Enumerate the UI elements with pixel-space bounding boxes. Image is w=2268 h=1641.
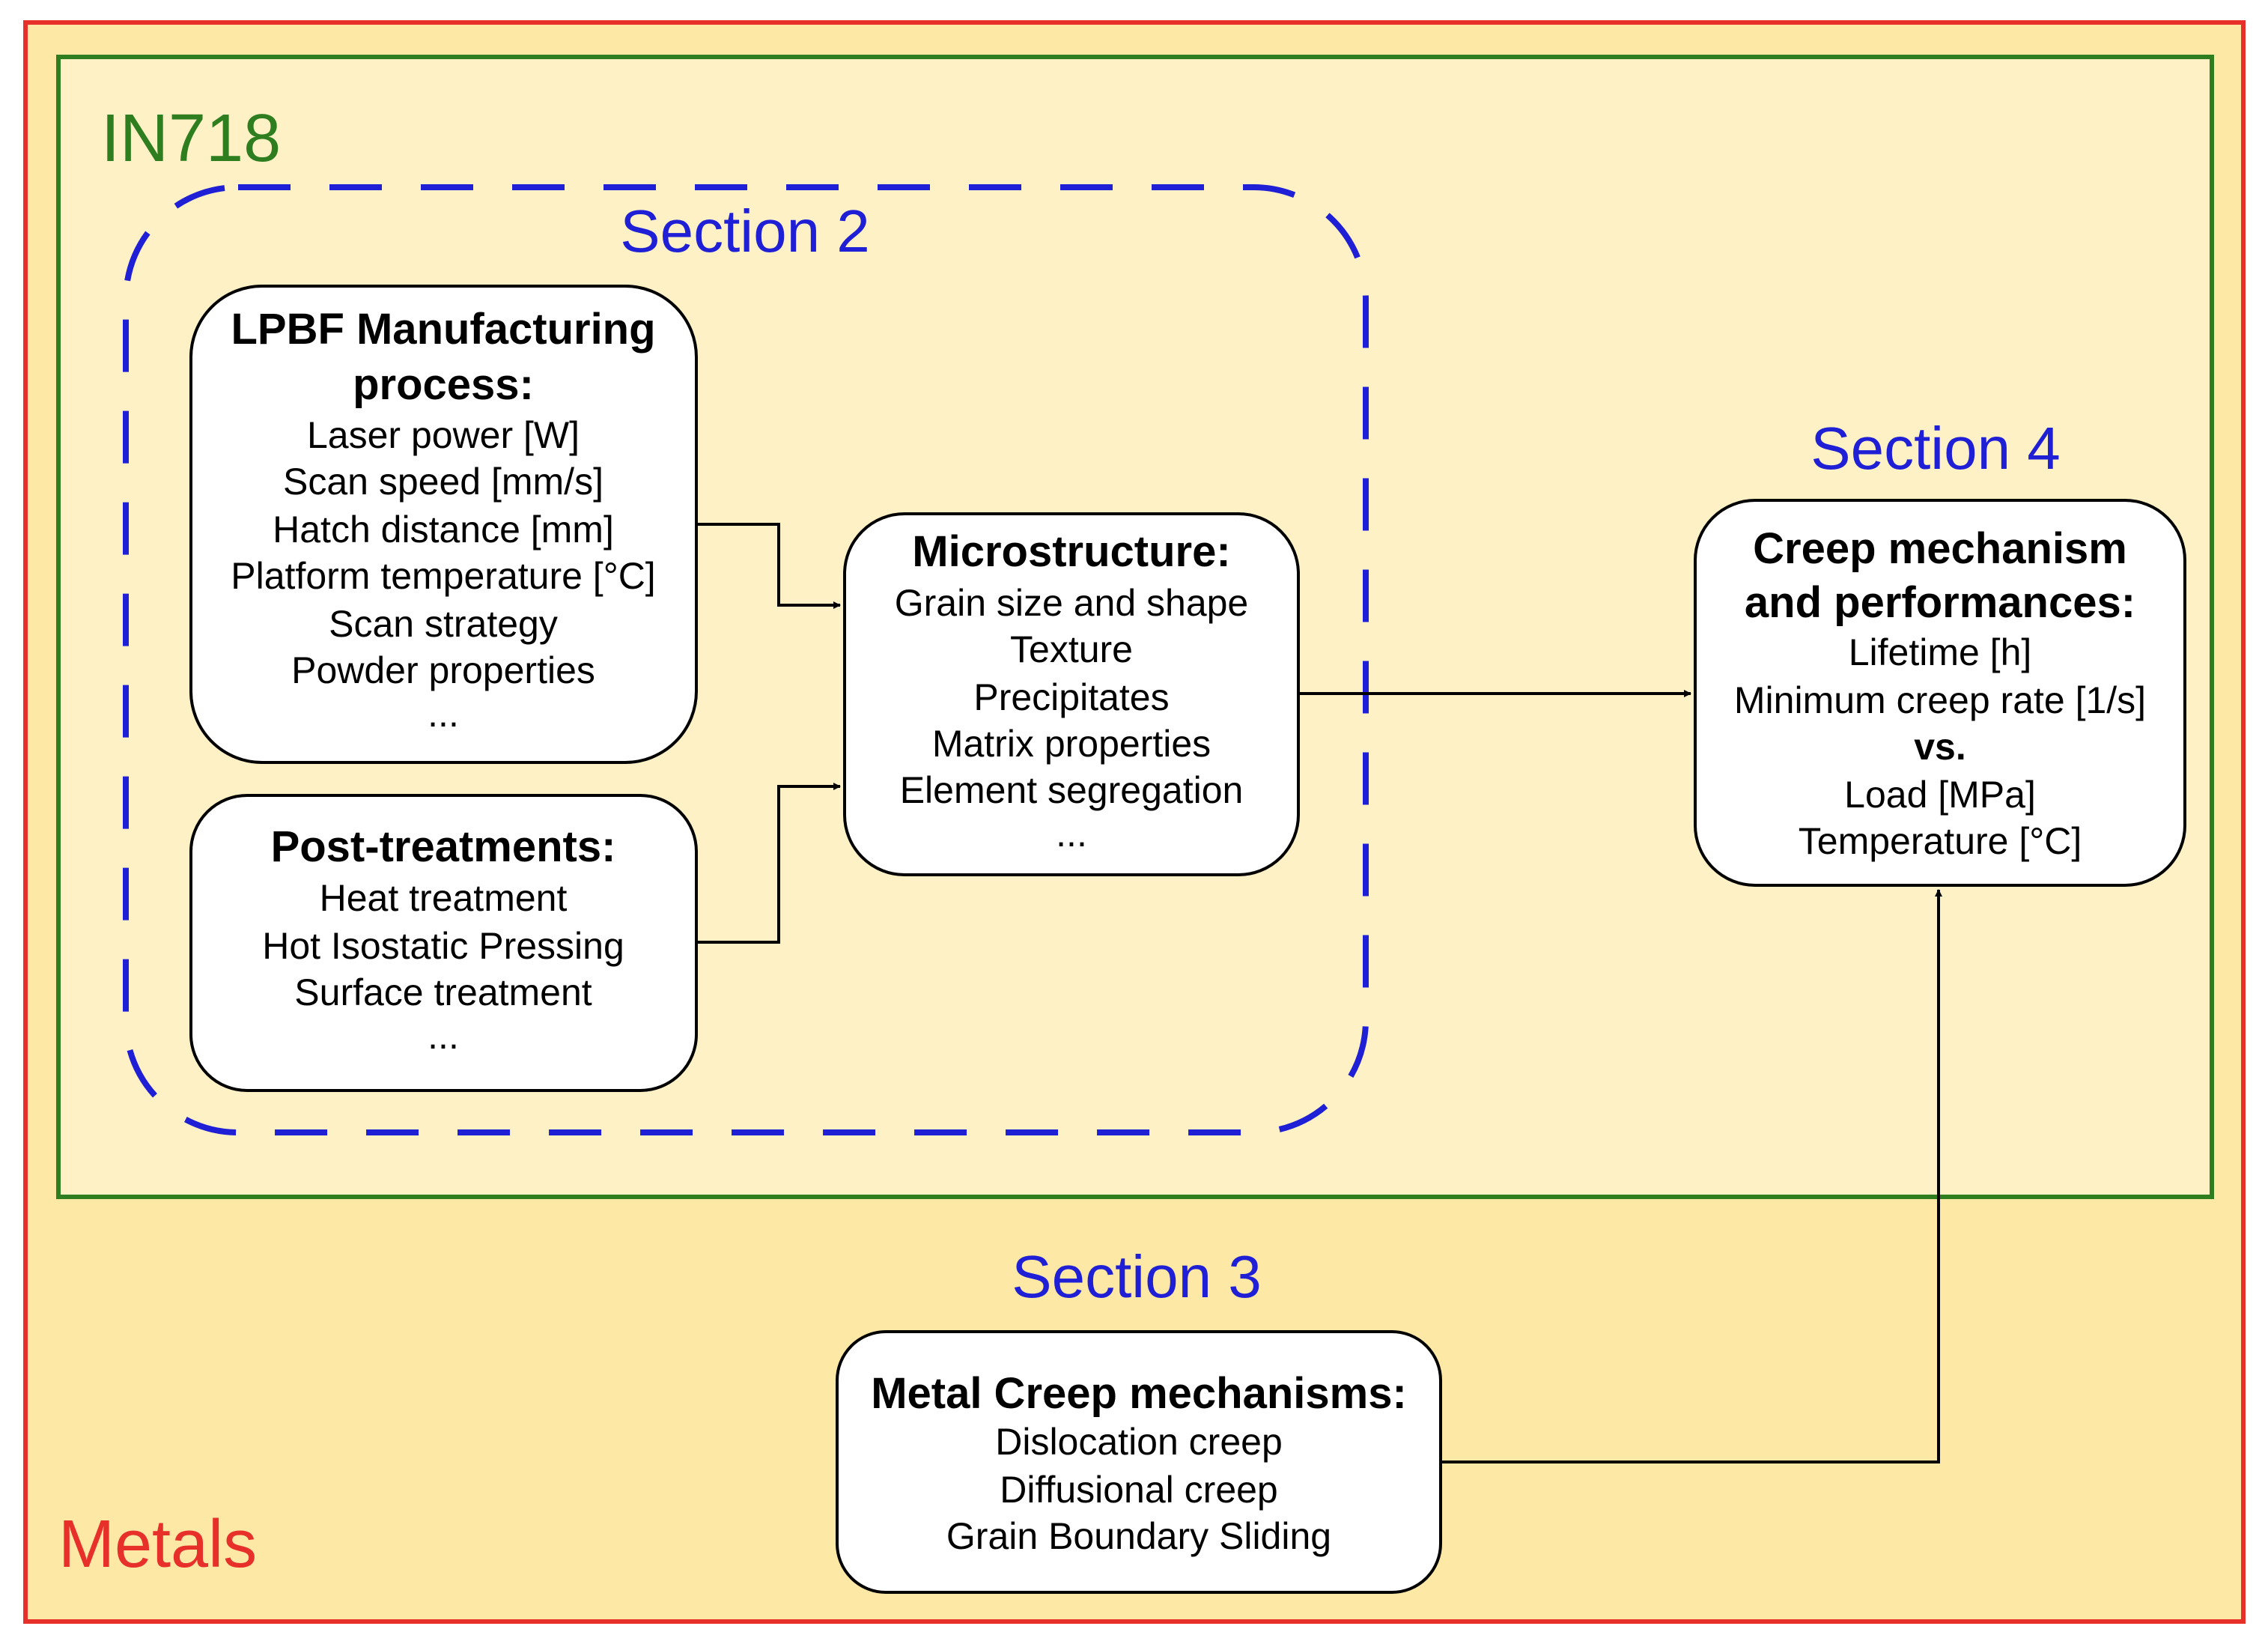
section2-label: Section 2 [620,198,870,264]
arrow-post-treatments-to-microstructure [696,783,841,944]
lpbf-item-powder-properties: Powder properties [291,649,595,691]
microstructure-item-ellipsis: ... [1056,813,1087,855]
microstructure-item-element-segregation: Element segregation [900,769,1244,811]
lpbf-item-hatch-distance: Hatch distance [mm] [273,509,614,550]
creep-performance-separator-vs: vs. [1914,726,1966,768]
metal-creep-box: Metal Creep mechanisms: Dislocation cree… [836,1330,1442,1594]
post-treatments-item-ellipsis: ... [428,1015,459,1057]
creep-performance-item-temperature: Temperature [°C] [1799,820,2082,862]
metal-creep-item-dislocation: Dislocation creep [995,1421,1283,1463]
post-treatments-item-hip: Hot Isostatic Pressing [262,925,624,967]
metals-label: Metals [58,1507,257,1582]
creep-performance-box: Creep mechanism and performances: Lifeti… [1694,499,2186,887]
lpbf-title-line-1: LPBF Manufacturing [231,305,655,354]
metal-creep-item-diffusional: Diffusional creep [1000,1469,1278,1511]
lpbf-item-scan-strategy: Scan strategy [329,603,558,645]
post-treatments-title: Post-treatments: [271,822,616,871]
arrow-metal-creep-to-creep-performance [1441,889,1942,1463]
lpbf-title-line-2: process: [353,360,534,409]
in718-label: IN718 [101,101,281,176]
creep-performance-item-load: Load [MPa] [1844,774,2036,816]
microstructure-item-grain-size: Grain size and shape [895,582,1249,624]
lpbf-item-platform-temperature: Platform temperature [°C] [231,555,655,597]
post-treatments-item-surface-treatment: Surface treatment [294,971,592,1013]
creep-performance-title-line-1: Creep mechanism [1753,524,2127,573]
metal-creep-title: Metal Creep mechanisms: [871,1369,1407,1418]
creep-performance-item-lifetime: Lifetime [h] [1849,631,2032,673]
microstructure-item-precipitates: Precipitates [973,676,1169,718]
post-treatments-box: Post-treatments: Heat treatment Hot Isos… [189,794,698,1092]
creep-performance-title-line-2: and performances: [1745,578,2135,627]
microstructure-item-matrix-properties: Matrix properties [932,723,1211,765]
section3-label: Section 3 [1012,1243,1262,1310]
metal-creep-item-gbs: Grain Boundary Sliding [946,1515,1331,1557]
lpbf-item-scan-speed: Scan speed [mm/s] [283,461,604,503]
microstructure-title: Microstructure: [912,527,1230,576]
microstructure-box: Microstructure: Grain size and shape Tex… [843,512,1300,876]
section4-label: Section 4 [1811,415,2061,482]
lpbf-item-laser-power: Laser power [W] [307,414,580,456]
post-treatments-item-heat-treatment: Heat treatment [320,877,568,919]
section2-dashed-group [123,184,1369,1135]
lpbf-process-box: LPBF Manufacturing process: Laser power … [189,285,698,764]
arrow-lpbf-to-microstructure [696,523,841,609]
creep-performance-item-min-creep-rate: Minimum creep rate [1/s] [1734,679,2146,721]
microstructure-item-texture: Texture [1010,628,1133,670]
lpbf-item-ellipsis: ... [428,693,459,735]
